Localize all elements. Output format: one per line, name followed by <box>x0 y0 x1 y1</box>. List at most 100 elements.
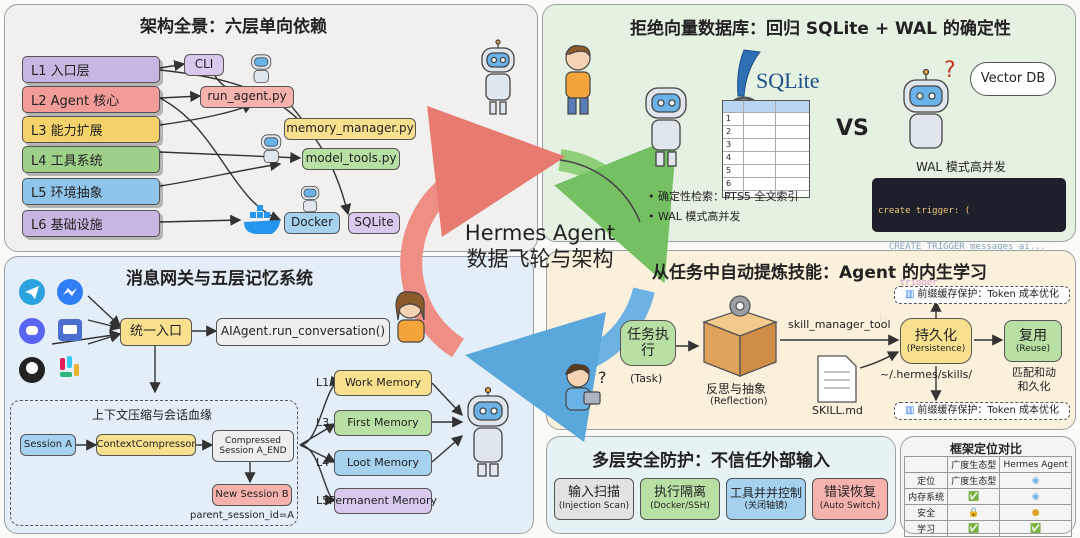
unified-entry: 统一入口 <box>120 318 192 346</box>
compare-header: Hermes Agent <box>999 456 1072 473</box>
layer-l2: L2 Agent 核心 <box>22 86 160 113</box>
compare-header <box>903 456 949 473</box>
center-title-line1: Hermes Agent <box>464 221 616 245</box>
memory-first: First Memory <box>334 410 432 436</box>
security-item-zh: 工具并并控制 <box>729 485 802 500</box>
reuse-label: 复用 <box>1019 327 1047 344</box>
security-title: 多层安全防护：不信任外部输入 <box>592 451 830 471</box>
security-exec-isolation: 执行隔离 (Docker/SSH) <box>640 478 720 520</box>
security-item-zh: 执行隔离 <box>653 485 706 501</box>
persist-en: (Persistence) <box>906 343 966 354</box>
compare-table: 广度生态型 Hermes Agent 定位 广度生态型 ◉ 内存系统 ✅ ◉ 安… <box>903 456 1072 537</box>
context-compressor: ContextCompressor <box>96 434 196 456</box>
vector-db-bubble: Vector DB <box>970 62 1056 96</box>
run-conversation: AIAgent.run_conversation() <box>216 318 390 346</box>
compare-row-label: 学习 <box>903 520 949 537</box>
task-node: 任务执行 <box>620 320 676 366</box>
parent-session-id: parent_session_id=A <box>190 510 295 521</box>
db-row: 6 <box>723 177 809 190</box>
db-row: 1 <box>723 112 809 125</box>
persist-label: 持久化 <box>915 327 957 344</box>
cycle-arc-blue <box>464 287 655 442</box>
compare-cell: 🔒 <box>947 504 1001 521</box>
layer-l5: L5 环境抽象 <box>22 178 160 205</box>
compressed-session-label: Compressed Session A_END <box>219 435 287 456</box>
compare-row-label: 安全 <box>903 504 949 521</box>
compare-row: 内存系统 ✅ ◉ <box>903 488 1072 505</box>
compare-title: 框架定位对比 <box>950 442 1023 456</box>
sqlite-logo: SQLite <box>756 68 820 93</box>
task-node-label: 任务执行 <box>627 326 669 359</box>
robot-face-icon: ◉ <box>1031 475 1040 486</box>
compare-cell: ✅ <box>999 520 1072 537</box>
cache-badge-bottom: ▥前缀缓存保护：Token 成本优化 <box>894 402 1070 420</box>
db-bullet-1: • 确定性检索：FTS5 全文索引 <box>648 190 799 203</box>
compressed-session: Compressed Session A_END <box>212 430 294 462</box>
cache-badge-top: ▥前缀缓存保护：Token 成本优化 <box>894 286 1070 304</box>
slack-icon <box>60 356 79 377</box>
layer-l3: L3 能力扩展 <box>22 116 160 143</box>
compare-header: 广度生态型 <box>947 456 1001 473</box>
code-line: ); <box>878 314 889 324</box>
compare-cell: 广度生态型 <box>947 472 1001 489</box>
module-run-agent: run_agent.py <box>200 86 294 108</box>
shield-icon: ● <box>1031 507 1040 518</box>
code-line: CREATE TRIGGER messages_ai... <box>878 242 1046 252</box>
reuse-node: 复用 (Reuse) <box>1004 320 1062 362</box>
db-row: 4 <box>723 151 809 164</box>
security-item-en: (Docker/SSH) <box>650 501 710 512</box>
memory-level-l4: L4 <box>316 456 330 469</box>
module-docker: Docker <box>284 212 340 234</box>
code-line: trigger <box>878 278 938 288</box>
layer-l4: L4 工具系统 <box>22 146 160 173</box>
robot-face-icon: ◉ <box>1031 491 1040 502</box>
compare-header-row: 广度生态型 Hermes Agent <box>903 456 1072 473</box>
compare-row-label: 内存系统 <box>903 488 949 505</box>
db-bullet-2: • WAL 模式高并发 <box>648 210 741 223</box>
module-model-tools: model_tools.py <box>302 148 400 170</box>
reflect-label: 反思与抽象 <box>706 382 767 396</box>
skill-title: 从任务中自动提炼技能：Agent 的内生学习 <box>652 263 988 283</box>
compare-row-label: 定位 <box>903 472 949 489</box>
chart-icon: ▥ <box>904 289 915 301</box>
compression-box <box>10 400 298 526</box>
vs-label: VS <box>836 116 869 141</box>
db-row: 2 <box>723 125 809 138</box>
compare-cell: ◉ <box>999 472 1072 489</box>
chart-icon: ▥ <box>904 405 915 417</box>
security-item-en: (Auto Switch) <box>819 501 881 512</box>
task-node-en: (Task) <box>630 372 663 385</box>
gateway-title: 消息网关与五层记忆系统 <box>126 269 313 289</box>
security-item-zh: 输入扫描 <box>567 485 620 501</box>
session-a: Session A <box>20 434 76 456</box>
security-item-en: (Injection Scan) <box>558 501 630 512</box>
center-title-line2: 数据飞轮与架构 <box>466 247 614 271</box>
compare-row: 学习 ✅ ✅ <box>903 520 1072 537</box>
code-line: create trigger: ( <box>878 206 971 216</box>
question-mark: ? <box>944 58 956 83</box>
cache-badge-top-label: 前缀缓存保护：Token 成本优化 <box>917 289 1060 301</box>
persist-node: 持久化 (Persistence) <box>900 318 972 364</box>
skill-md: SKILL.md <box>812 404 863 417</box>
skills-path: ~/.hermes/skills/ <box>880 368 973 381</box>
module-sqlite: SQLite <box>348 212 400 234</box>
skill-question-mark: ? <box>598 368 607 387</box>
db-table: 1 2 3 4 5 6 7 <box>722 100 810 201</box>
compare-cell: ◉ <box>999 488 1072 505</box>
memory-level-l5: L5 <box>316 494 330 507</box>
db-title: 拒绝向量数据库：回归 SQLite + WAL 的确定性 <box>630 19 1011 39</box>
arch-title: 架构全景：六层单向依赖 <box>140 17 327 37</box>
gateway-panel <box>4 256 534 534</box>
compare-cell: ✅ <box>947 488 1001 505</box>
memory-level-l3: L3 <box>316 416 330 429</box>
cycle-arc-red <box>400 105 566 358</box>
security-item-zh: 错误恢复 <box>823 485 876 501</box>
center-title: Hermes Agent 数据飞轮与架构 <box>440 220 640 272</box>
wal-label: WAL 模式高并发 <box>916 160 1006 174</box>
